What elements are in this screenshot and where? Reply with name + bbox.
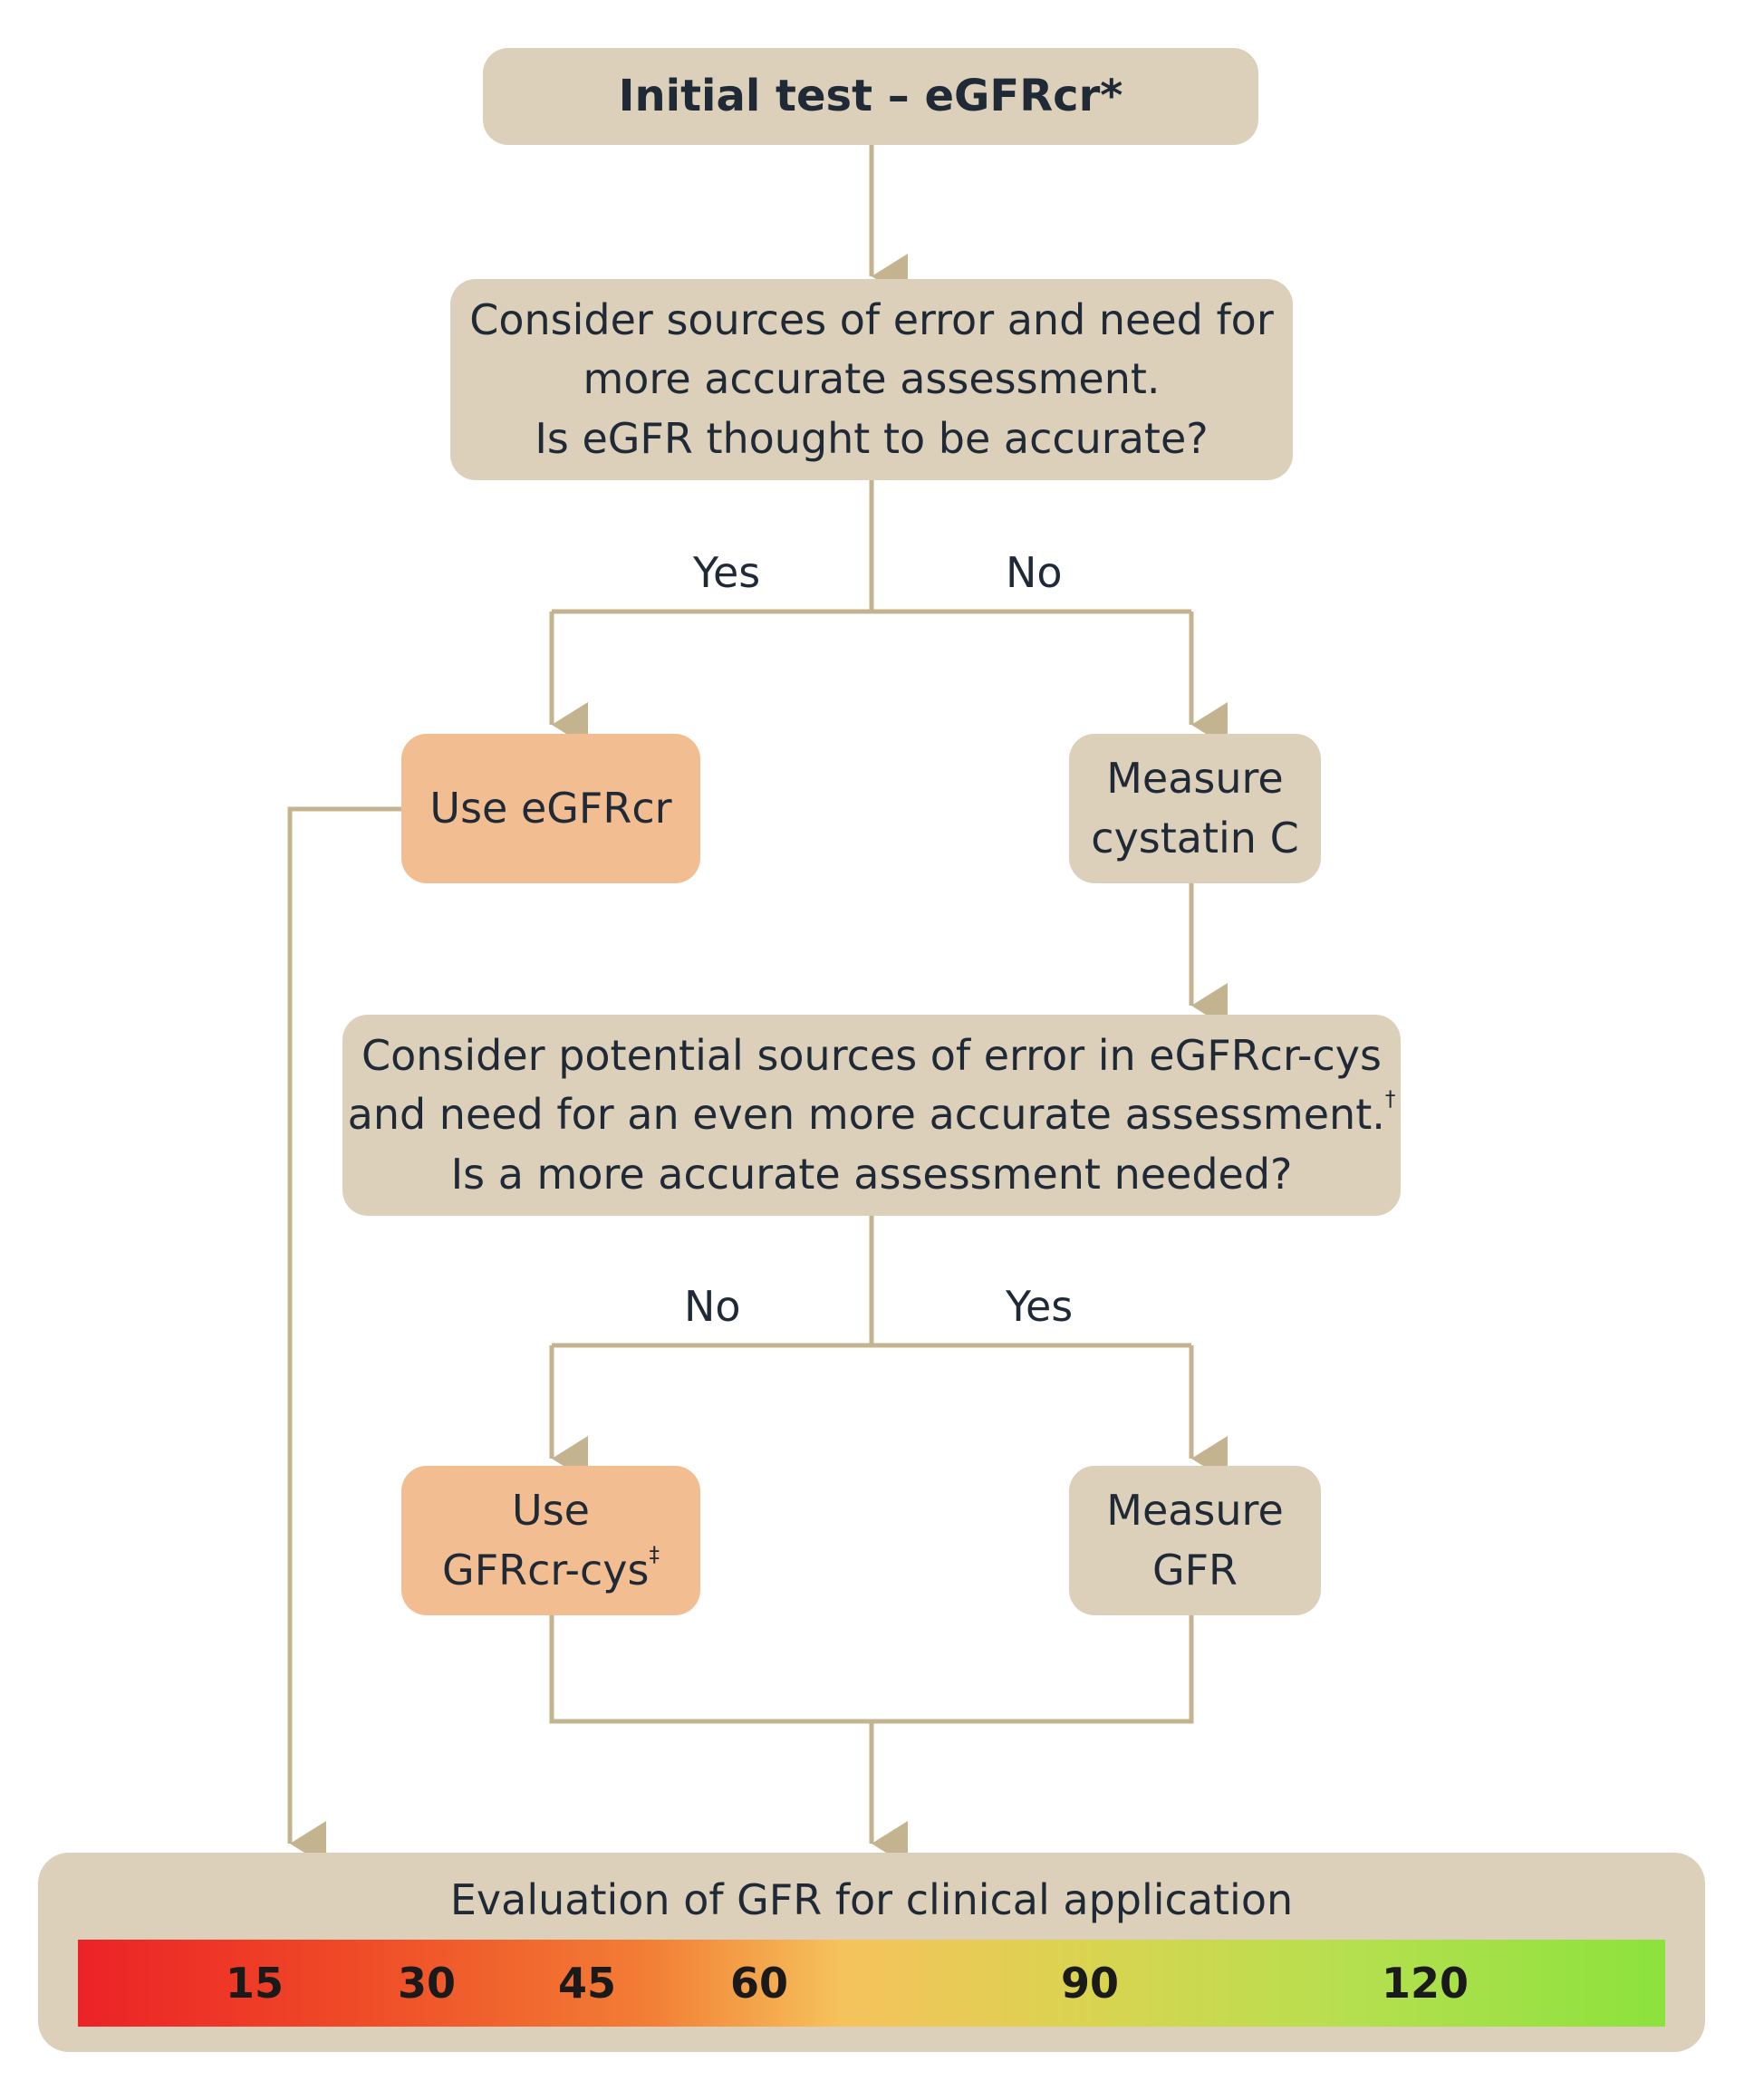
edge-label-first-yes: Yes	[693, 548, 761, 597]
use-gfrcr-cys-line-2: GFRcr-cys	[442, 1545, 650, 1594]
consider-error-box: Consider sources of error and need for m…	[450, 279, 1293, 480]
edge-label-second-no: No	[684, 1282, 741, 1331]
arrow-use-egfrcr-to-evaluation	[287, 806, 401, 1866]
double-dagger-footnote-mark: ‡	[649, 1543, 660, 1567]
measure-gfr-line-1: Measure	[1106, 1486, 1284, 1536]
evaluation-label: Evaluation of GFR for clinical applicati…	[449, 1875, 1294, 1924]
measure-gfr-line-2: GFR	[1151, 1545, 1238, 1594]
gfr-color-scale: 15 30 45 60 90 120	[78, 1940, 1665, 2027]
scale-tick-15: 15	[225, 1959, 284, 2008]
edge-label-first-no: No	[1006, 548, 1063, 597]
measure-cystatin-line-1: Measure	[1106, 754, 1284, 804]
use-gfrcr-cys-line-2-wrap: GFRcr-cys‡	[442, 1541, 660, 1600]
consider-error-line-1: Consider sources of error and need for	[469, 295, 1274, 345]
consider-error-line-2: more accurate assessment.	[583, 354, 1161, 404]
consider-potential-line-3: Is a more accurate assessment needed?	[450, 1149, 1293, 1199]
measure-gfr-box: Measure GFR	[1069, 1466, 1321, 1615]
consider-potential-line-2: and need for an even more accurate asses…	[347, 1090, 1385, 1140]
consider-potential-line-1: Consider potential sources of error in e…	[361, 1031, 1382, 1081]
use-egfrcr-box: Use eGFRcr	[401, 734, 700, 883]
consider-error-line-3: Is eGFR thought to be accurate?	[535, 413, 1209, 463]
use-egfrcr-label: Use eGFRcr	[429, 783, 672, 833]
scale-tick-30: 30	[397, 1959, 457, 2008]
use-gfrcr-cys-line-1: Use	[512, 1486, 590, 1536]
scale-tick-60: 60	[729, 1959, 789, 2008]
consider-potential-box: Consider potential sources of error in e…	[342, 1015, 1401, 1216]
use-gfrcr-cys-box: Use GFRcr-cys‡	[401, 1466, 700, 1615]
initial-test-box: Initial test – eGFRcr*	[483, 48, 1258, 145]
scale-tick-45: 45	[557, 1959, 617, 2008]
scale-tick-120: 120	[1381, 1959, 1469, 2008]
measure-cystatin-line-2: cystatin C	[1091, 813, 1299, 862]
initial-test-label: Initial test – eGFRcr*	[618, 71, 1123, 122]
scale-tick-90: 90	[1060, 1959, 1120, 2008]
consider-potential-line-2-wrap: and need for an even more accurate asses…	[348, 1085, 1396, 1144]
line-merge-bottom	[549, 1615, 1194, 1724]
edge-label-second-yes: Yes	[1006, 1282, 1074, 1331]
dagger-footnote-mark: †	[1384, 1088, 1396, 1113]
measure-cystatin-box: Measure cystatin C	[1069, 734, 1321, 883]
